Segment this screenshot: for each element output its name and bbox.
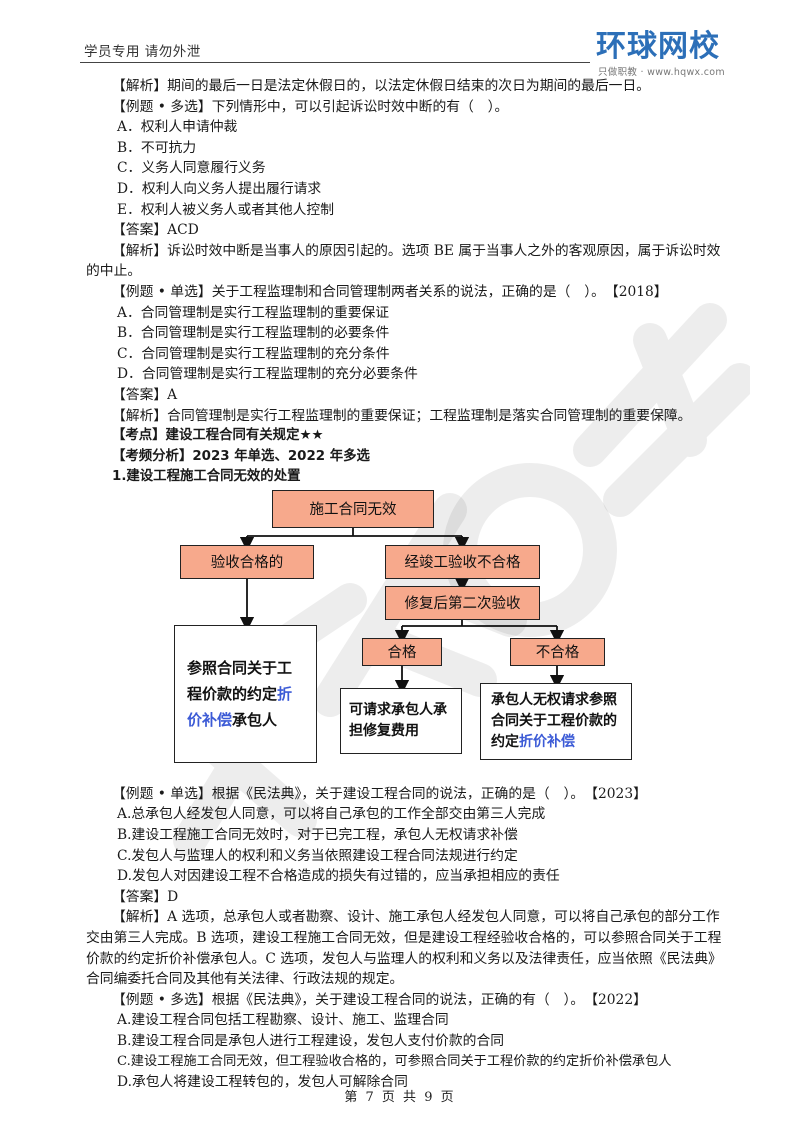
kaodian-heading: 【考点】建设工程合同有关规定★★ <box>112 428 324 444</box>
question-stem: 【例题 • 多选】下列情形中，可以引起诉讼时效中断的有（ ）。 <box>112 98 509 115</box>
section-heading: 1.建设工程施工合同无效的处置 <box>112 469 301 485</box>
question-stem: 【例题 • 单选】根据《民法典》，关于建设工程合同的说法，正确的是（ ）。 【2… <box>112 785 647 802</box>
invalid-contract-flowchart: 施工合同无效 验收合格的 经竣工验收不合格 修复后第二次验收 合格 不合格 参照… <box>0 488 800 784</box>
document-body: 【解析】期间的最后一日是法定休假日的，以法定休假日结束的次日为期间的最后一日。 … <box>0 76 800 1093</box>
pass-node: 合格 <box>362 637 442 666</box>
repair-reinspect-node: 修复后第二次验收 <box>385 585 540 620</box>
fail-result-node: 承包人无权请求参照合同关于工程价款的约定折价补偿 <box>480 682 632 760</box>
frequency-heading: 【考频分析】2023 年单选、2022 年多选 <box>112 448 370 464</box>
option-d: D．权利人向义务人提出履行请求 <box>117 180 322 197</box>
header-rule <box>80 62 590 63</box>
option-b: B．合同管理制是实行工程监理制的必要条件 <box>117 325 390 342</box>
question-stem: 【例题 • 单选】关于工程监理制和合同管理制两者关系的说法，正确的是（ ）。 【… <box>112 283 668 300</box>
option-b: B.建设工程合同是承包人进行工程建设，发包人支付价款的合同 <box>117 1033 505 1049</box>
pass-result-node: 可请求承包人承担修复费用 <box>340 687 462 754</box>
logo-text: 环球网校 <box>596 29 720 64</box>
paragraph: 【解析】期间的最后一日是法定休假日的，以法定休假日结束的次日为期间的最后一日。 <box>112 78 651 94</box>
explanation: 【解析】A 选项，总承包人或者勘察、设计、施工承包人经发包人同意，可以将自己承包… <box>86 909 722 988</box>
option-b: B．不可抗力 <box>117 139 197 156</box>
fail-result-text: 承包人无权请求参照合同关于工程价款的约定 <box>491 691 617 750</box>
question-stem: 【例题 • 多选】根据《民法典》，关于建设工程合同的说法，正确的有（ ）。 【2… <box>112 991 647 1008</box>
option-c: C．合同管理制是实行工程监理制的充分条件 <box>117 345 390 362</box>
left-result-highlight: 折价补偿 <box>187 684 293 729</box>
option-a: A.建设工程合同包括工程勘察、设计、施工、监理合同 <box>117 1012 449 1029</box>
option-a: A．合同管理制是实行工程监理制的重要保证 <box>117 304 390 321</box>
answer: 【答案】ACD <box>112 222 199 239</box>
left-result-text: 参照合同关于工程价款的约定 <box>187 658 293 703</box>
left-result-tail: 承包人 <box>232 710 278 729</box>
option-d: D．合同管理制是实行工程监理制的充分必要条件 <box>117 366 418 383</box>
option-c: C.发包人与监理人的权利和义务当依照建设工程合同法规进行约定 <box>117 847 518 864</box>
answer: 【答案】A <box>112 386 178 403</box>
brand-logo: 环球网校 只做职教 · www.hqwx.com <box>596 30 736 80</box>
option-d: D.发包人对因建设工程不合格造成的损失有过错的，应当承担相应的责任 <box>117 868 560 885</box>
explanation: 【解析】合同管理制是实行工程监理制的重要保证；工程监理制是落实合同管理制的重要保… <box>112 407 692 424</box>
failed-acceptance-node: 经竣工验收不合格 <box>385 544 540 579</box>
option-e: E．权利人被义务人或者其他人控制 <box>117 201 335 218</box>
page-number: 第 7 页 共 9 页 <box>344 1090 456 1105</box>
fail-node: 不合格 <box>510 637 605 666</box>
option-d: D.承包人将建设工程转包的，发包人可解除合同 <box>117 1074 408 1091</box>
left-result-node: 参照合同关于工程价款的约定折价补偿承包人 <box>174 624 317 763</box>
option-a: A.总承包人经发包人同意，可以将自己承包的工作全部交由第三人完成 <box>117 806 546 823</box>
option-a: A．权利人申请仲裁 <box>117 119 238 136</box>
fail-result-highlight: 折价补偿 <box>519 733 575 750</box>
root-node: 施工合同无效 <box>272 489 434 528</box>
option-c: C.建设工程施工合同无效，但工程验收合格的，可参照合同关于工程价款的约定折价补偿… <box>117 1053 672 1069</box>
option-c: C．义务人同意履行义务 <box>117 160 266 177</box>
header-notice: 学员专用 请勿外泄 <box>84 44 201 60</box>
passed-acceptance-node: 验收合格的 <box>180 544 314 579</box>
answer: 【答案】D <box>112 888 179 905</box>
flowchart-connectors <box>239 527 565 695</box>
explanation: 【解析】诉讼时效中断是当事人的原因引起的。选项 BE 属于当事人之外的客观原因，… <box>86 242 721 280</box>
option-b: B.建设工程施工合同无效时，对于已完工程，承包人无权请求补偿 <box>117 827 518 844</box>
logo-subtitle: 只做职教 · www.hqwx.com <box>598 67 725 78</box>
pass-result-text: 可请求承包人承担修复费用 <box>349 701 447 739</box>
